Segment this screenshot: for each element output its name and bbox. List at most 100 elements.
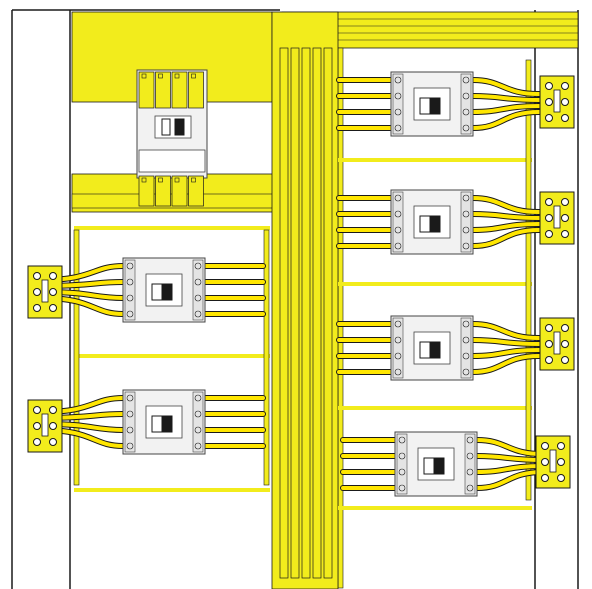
main-breaker-top-terminal [188,71,204,109]
terminal-bolt [561,324,569,332]
terminal-bolt [545,340,553,348]
terminal-screw [194,294,202,302]
terminal-screw [462,76,470,84]
left-inner-rail [263,229,270,486]
terminal-bolt [561,214,569,222]
terminal-bolt [49,422,57,430]
terminal-bolt [49,406,57,414]
terminal-bolt [545,230,553,238]
breaker-left-terminal-block [392,317,404,379]
mounting-shelf [338,506,532,510]
vertical-busbars [271,11,339,589]
terminal-bolt [541,458,549,466]
terminal-bolt [33,304,41,312]
terminal-screw [191,177,196,183]
terminal-screw [394,336,402,344]
mounting-shelf [338,406,532,410]
terminal-screw [394,242,402,250]
feeder-breaker-R2 [336,189,542,255]
cable [475,470,545,490]
cable [471,338,541,346]
terminal-screw [462,336,470,344]
cable [471,110,541,130]
feeder-breaker-L1 [40,257,266,323]
terminal-screw [126,294,134,302]
terminal-center-slot [553,331,561,355]
main-breaker-bottom-terminal [171,175,188,207]
terminal-screw [398,484,406,492]
terminal-screw [462,320,470,328]
terminal-screw [466,436,474,444]
terminal-screw [126,278,134,286]
right-support-rail [525,59,532,501]
cable [475,464,545,474]
terminal-screw [394,320,402,328]
breaker-left-terminal-block [392,191,404,253]
cable [471,228,541,248]
terminal-bolt [561,114,569,122]
main-breaker-top-terminal [155,71,171,109]
terminal-screw [194,394,202,402]
terminal-bolt [545,324,553,332]
left-feeder-section [73,226,270,492]
terminal-block-R4 [535,435,571,489]
breaker-toggle [429,97,441,115]
terminal-screw [126,262,134,270]
breaker-left-terminal-block [124,391,136,453]
main-breaker-handle-window [154,115,192,139]
main-breaker-top-terminal [138,71,155,109]
mounting-shelf [338,282,532,286]
main-incoming-breaker [136,69,208,207]
terminal-screw [466,468,474,476]
left-support-rail [73,229,80,486]
terminal-screw [126,426,134,434]
feeder-breaker-R1 [336,71,542,137]
terminal-block-R1 [539,75,575,129]
terminal-center-slot [549,449,557,473]
breaker-right-terminal-block [464,433,476,495]
breaker-left-terminal-block [124,259,136,321]
terminal-screw [191,73,196,79]
terminal-center-slot [41,279,49,303]
terminal-block-L2 [27,399,63,453]
terminal-center-slot [41,413,49,437]
terminal-screw [462,226,470,234]
terminal-bolt [545,356,553,364]
terminal-screw [398,468,406,476]
terminal-screw [462,242,470,250]
breaker-right-terminal-block [192,391,204,453]
terminal-screw [398,436,406,444]
main-breaker-bottom-terminal [138,175,155,207]
terminal-screw [462,194,470,202]
terminal-bolt [561,340,569,348]
terminal-screw [194,262,202,270]
terminal-screw [462,368,470,376]
feeder-breaker-R4 [340,431,546,497]
terminal-screw [126,442,134,450]
cable [471,104,541,114]
terminal-bolt [561,198,569,206]
terminal-screw [394,352,402,360]
cable [471,94,541,102]
terminal-block-L1 [27,265,63,319]
terminal-bolt [545,82,553,90]
terminal-screw [158,73,163,79]
terminal-bolt [561,230,569,238]
terminal-screw [466,452,474,460]
terminal-bolt [545,114,553,122]
feeder-breaker-L2 [40,389,266,455]
main-breaker-bottom-terminal [188,175,204,207]
terminal-screw [158,177,163,183]
terminal-screw [394,108,402,116]
terminal-bolt [557,442,565,450]
terminal-screw [394,226,402,234]
terminal-screw [126,410,134,418]
breaker-toggle [161,415,173,433]
vertical-busbar [279,47,289,579]
terminal-bolt [545,198,553,206]
terminal-screw [462,108,470,116]
mounting-shelf [74,354,270,358]
main-breaker-lower-window [138,149,206,173]
cable [471,196,541,214]
terminal-screw [462,124,470,132]
